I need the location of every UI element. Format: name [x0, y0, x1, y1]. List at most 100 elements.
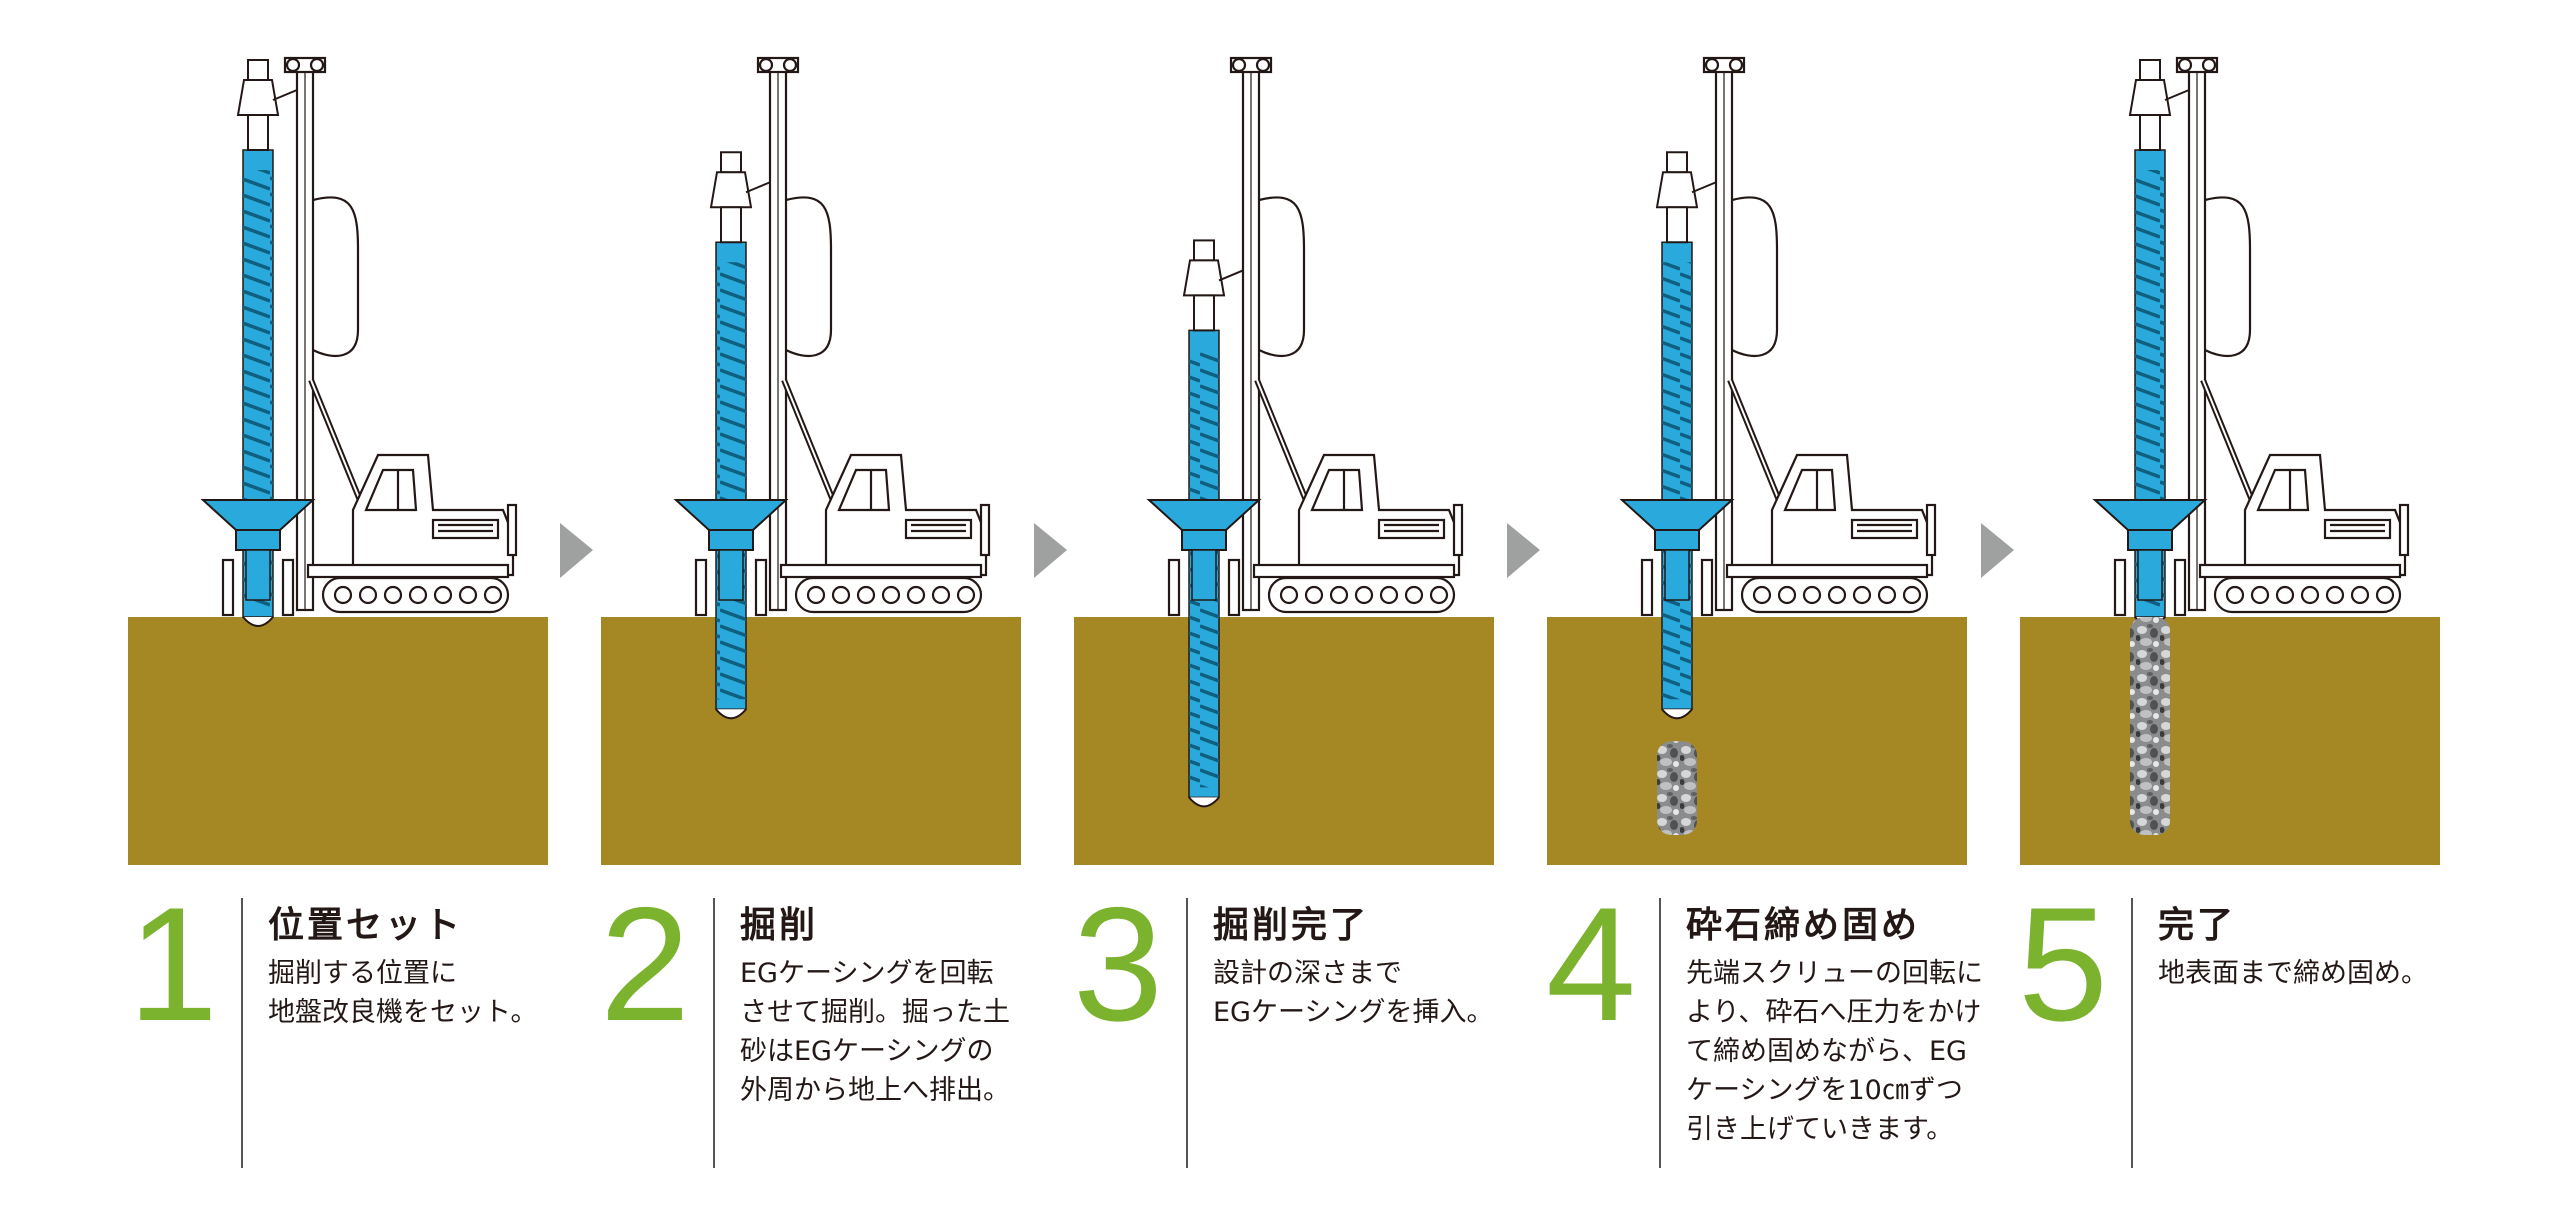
step-title: 位置セット	[268, 905, 464, 946]
drive-shaft	[1193, 294, 1215, 332]
step-4-illustration	[1547, 56, 1967, 865]
crawler-wheel	[1354, 585, 1374, 605]
sheave	[1255, 57, 1271, 73]
crawler-wheel	[2275, 585, 2295, 605]
screw-tip	[1188, 796, 1220, 808]
engine-cover	[2323, 518, 2392, 540]
step-divider	[713, 898, 715, 1168]
crawler-wheel	[1329, 585, 1349, 605]
crawler-wheel	[1877, 585, 1897, 605]
crawler-wheel	[383, 585, 403, 605]
upper-frame	[2198, 563, 2402, 579]
cab-body	[1297, 453, 1461, 577]
crawler-wheel	[2375, 585, 2395, 605]
outrigger	[1227, 558, 1241, 617]
step-number: 3	[1072, 874, 1164, 1055]
cab-window	[2256, 468, 2310, 512]
drive-head	[1666, 151, 1688, 174]
guide-pipe	[1191, 549, 1217, 601]
step-divider	[2131, 898, 2133, 1168]
engine-cover	[904, 518, 973, 540]
screw-tip	[715, 708, 747, 720]
guide-pipe	[718, 549, 744, 601]
engine-cover	[1850, 518, 1919, 540]
cab-window	[1310, 468, 1364, 512]
screw-flights	[716, 262, 746, 700]
sheave	[1728, 57, 1744, 73]
drive-bracket	[272, 89, 298, 101]
cab-body	[824, 453, 988, 577]
outrigger	[694, 558, 708, 617]
crawler-wheel	[1379, 585, 1399, 605]
drive-shaft	[2139, 114, 2161, 151]
drive-bracket	[745, 181, 771, 194]
pile-driver-rig-icon	[2113, 56, 2410, 617]
crawler-wheel	[1852, 585, 1872, 605]
crushed-stone-column	[1657, 741, 1697, 835]
drive-shaft	[1666, 206, 1688, 244]
crawler-wheel	[483, 585, 503, 605]
outrigger	[281, 558, 295, 617]
process-illustration	[128, 56, 2440, 865]
sheave	[1704, 57, 1720, 73]
crawler-wheel	[358, 585, 378, 605]
drive-head	[2139, 59, 2161, 81]
guide-pipe	[1664, 549, 1690, 601]
ground	[1074, 617, 1494, 865]
crawler-wheel	[931, 585, 951, 605]
guide-pipe	[2137, 549, 2163, 601]
crawler-wheel	[1752, 585, 1772, 605]
crawler-wheel	[458, 585, 478, 605]
crawler-wheel	[2225, 585, 2245, 605]
drive-bracket	[2164, 89, 2190, 101]
sheave	[1231, 57, 1247, 73]
step-1-illustration	[128, 56, 548, 865]
crawler-wheel	[1802, 585, 1822, 605]
crawler-wheel	[906, 585, 926, 605]
step-title: 砕石締め固め	[1686, 905, 1921, 946]
sheave	[2177, 57, 2193, 73]
step-title: 掘削	[740, 905, 819, 946]
hopper-neck	[235, 529, 281, 551]
crawler-wheel	[1279, 585, 1299, 605]
guide-pipe	[245, 549, 271, 601]
hopper-neck	[708, 529, 754, 551]
drive-bracket	[1218, 269, 1244, 282]
crawler-wheel	[956, 585, 976, 605]
crawler-wheel	[2300, 585, 2320, 605]
arrow-icon	[1981, 523, 2014, 578]
rear-post	[1452, 503, 1464, 557]
cab-body	[351, 453, 515, 577]
pile-driver-rig-icon	[221, 56, 518, 617]
step-description: 設計の深さまで EGケーシングを挿入。	[1213, 958, 1494, 1028]
drive-head	[1193, 239, 1215, 262]
drive-motor	[709, 171, 753, 209]
hose	[1258, 196, 1306, 358]
step-5-text: 5 完了 地表面まで締め固め。	[2013, 884, 2458, 1170]
sheave	[285, 57, 301, 73]
hose	[312, 196, 360, 358]
arrow-icon	[1034, 523, 1067, 578]
drive-motor	[236, 79, 280, 116]
crawler-wheel	[1304, 585, 1324, 605]
crawler-wheel	[1777, 585, 1797, 605]
step-number: 1	[127, 874, 219, 1055]
step-number: 4	[1545, 874, 1637, 1055]
ground	[2020, 617, 2440, 865]
rear-post	[1925, 503, 1937, 557]
cab-window	[1783, 468, 1837, 512]
rear-post	[506, 503, 518, 557]
cab-body	[1770, 453, 1934, 577]
outrigger	[221, 558, 235, 617]
step-divider	[1659, 898, 1661, 1168]
drive-head	[720, 151, 742, 174]
ground	[1547, 617, 1967, 865]
sheave	[758, 57, 774, 73]
step-title: 完了	[2158, 905, 2237, 946]
pile-driver-rig-icon	[694, 56, 991, 617]
crawler-wheel	[1429, 585, 1449, 605]
arrow-icon	[560, 523, 593, 578]
hopper-neck	[1654, 529, 1700, 551]
crushed-stone-column	[2130, 617, 2170, 835]
